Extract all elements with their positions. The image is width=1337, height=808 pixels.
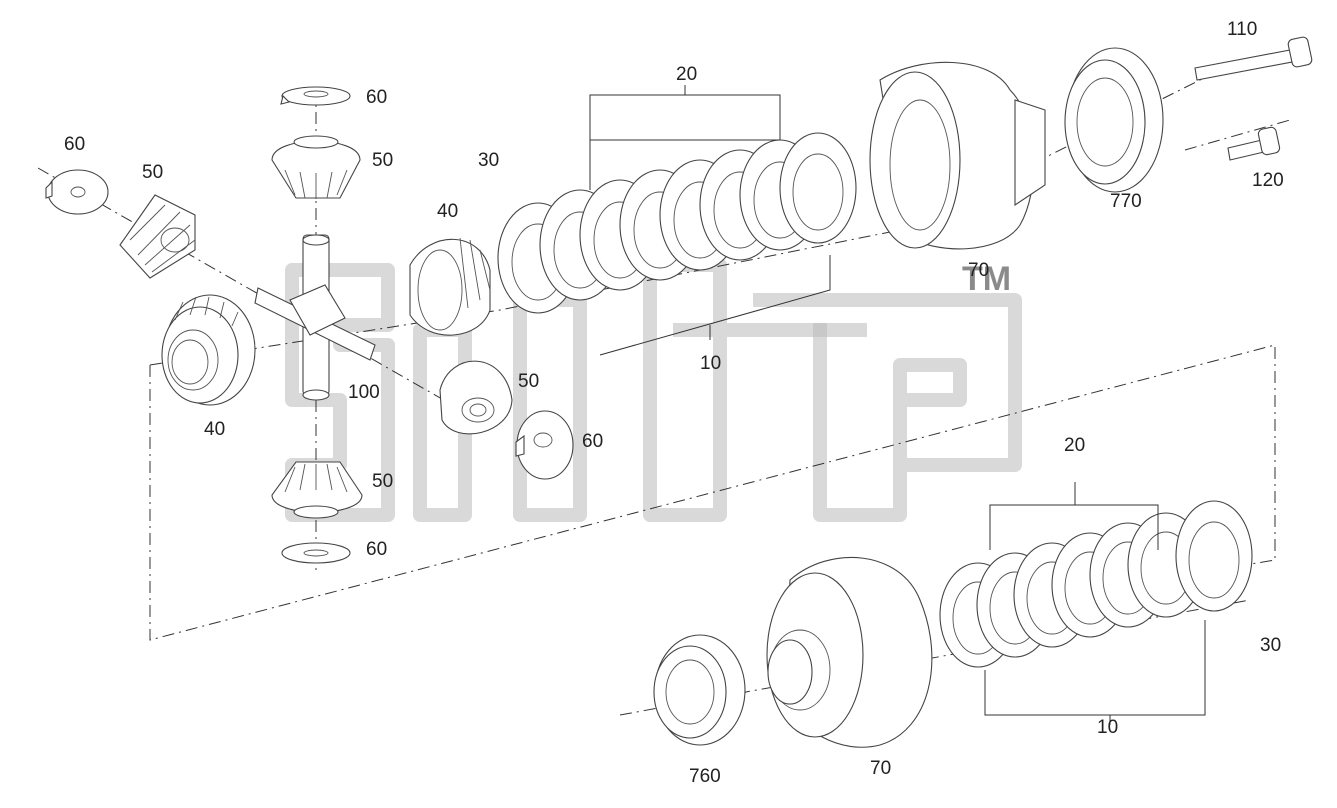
housing-70-lower [766, 556, 933, 748]
bolt-110 [1194, 36, 1313, 81]
label-60-left: 60 [64, 134, 85, 155]
callout-labels: 60 50 60 50 40 40 100 50 60 50 60 30 20 … [64, 19, 1284, 787]
clutch-pack-lower [939, 500, 1253, 668]
watermark-logo: TM [285, 255, 1022, 522]
pinion-gear-50-top [271, 135, 361, 199]
label-10-upper: 10 [700, 353, 721, 374]
label-30-upper: 30 [478, 150, 499, 171]
label-70-lower: 70 [870, 758, 891, 779]
label-40-left: 40 [204, 419, 225, 440]
leader-lines [589, 85, 1206, 725]
pinion-gear-50-left [119, 194, 196, 279]
clutch-pack-upper [497, 132, 857, 314]
bolt-120 [1227, 126, 1281, 161]
label-20-lower: 20 [1064, 435, 1085, 456]
label-10-lower: 10 [1097, 717, 1118, 738]
label-30-lower: 30 [1260, 635, 1281, 656]
housing-70-upper [869, 61, 1046, 250]
label-60-top: 60 [366, 87, 387, 108]
label-760: 760 [689, 766, 721, 787]
label-60-right: 60 [582, 431, 603, 452]
label-50-bottom: 50 [372, 471, 393, 492]
label-20-upper: 20 [676, 64, 697, 85]
label-40-right: 40 [437, 201, 458, 222]
label-770: 770 [1110, 191, 1142, 212]
side-gear-40-left [161, 294, 256, 406]
label-110: 110 [1227, 19, 1257, 40]
bearing-770 [1064, 47, 1164, 193]
thrust-washer-60-top [280, 86, 351, 106]
watermark-tm: TM [962, 260, 1011, 298]
thrust-washer-60-bottom [281, 542, 351, 564]
label-50-left: 50 [142, 162, 163, 183]
label-50-right: 50 [518, 371, 539, 392]
label-100: 100 [348, 382, 380, 403]
label-120: 120 [1252, 170, 1284, 191]
thrust-washer-60-left [45, 169, 109, 215]
spider-cross-100 [254, 234, 376, 401]
pinion-gear-50-right [439, 360, 513, 435]
thrust-washer-60-right [515, 410, 574, 480]
label-60-bottom: 60 [366, 539, 387, 560]
label-50-top: 50 [372, 150, 393, 171]
pinion-gear-50-bottom [271, 461, 363, 519]
bearing-760 [653, 634, 746, 746]
side-gear-40-right [409, 237, 491, 336]
label-70-upper: 70 [968, 260, 989, 281]
